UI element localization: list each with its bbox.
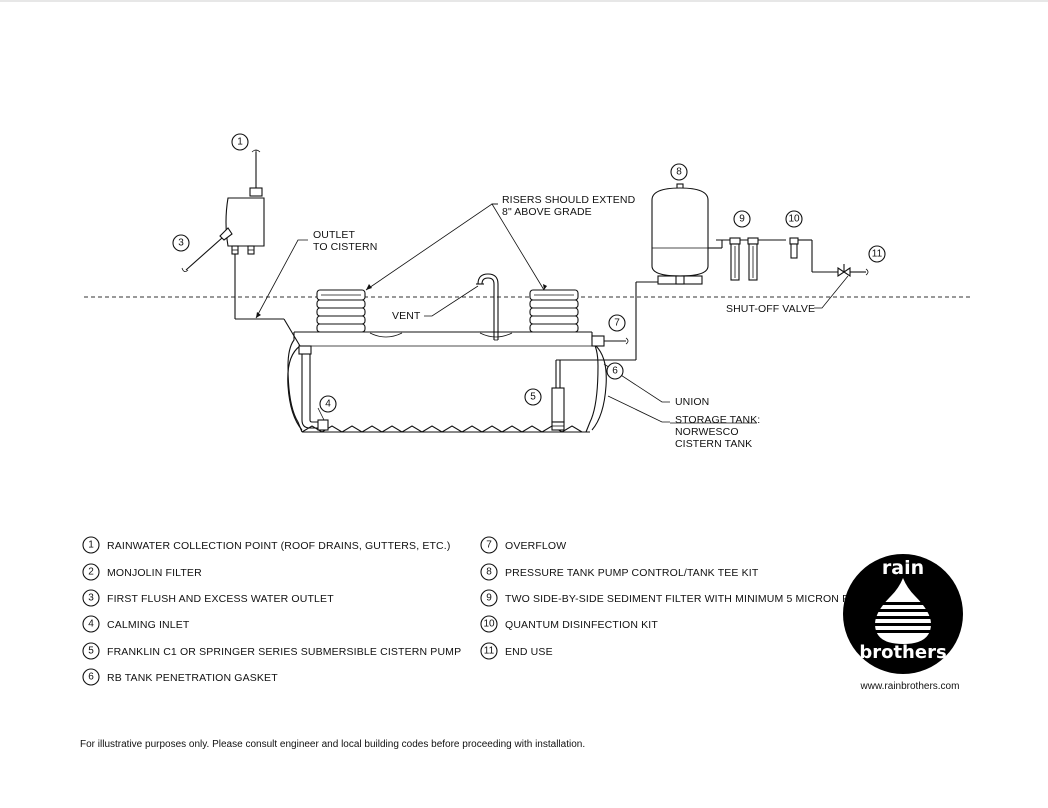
svg-text:CALMING INLET: CALMING INLET <box>107 619 190 631</box>
shutoff-valve <box>837 264 869 278</box>
svg-text:10: 10 <box>483 619 495 630</box>
svg-text:3: 3 <box>88 593 94 604</box>
callout-5: 5 <box>524 388 542 406</box>
svg-text:11: 11 <box>872 249 883 260</box>
label-shutoff-valve: SHUT-OFF VALVE <box>726 303 815 315</box>
svg-text:PRESSURE TANK PUMP CONTROL/TAN: PRESSURE TANK PUMP CONTROL/TANK TEE KIT <box>505 567 759 579</box>
svg-text:5: 5 <box>530 392 536 403</box>
callout-1: 1 <box>231 133 249 151</box>
legend-item-6: 6 RB TANK PENETRATION GASKET <box>82 668 278 686</box>
svg-text:9: 9 <box>486 593 492 604</box>
callout-6: 6 <box>606 362 624 380</box>
label-outlet: OUTLET <box>313 229 356 241</box>
svg-text:END USE: END USE <box>505 646 553 658</box>
svg-text:2: 2 <box>88 567 94 578</box>
svg-text:4: 4 <box>325 399 331 410</box>
vent-pipe <box>476 273 499 341</box>
submersible-pump <box>551 359 600 431</box>
legend-item-11: 11 END USE <box>480 642 553 660</box>
label-storage-tank: STORAGE TANK: <box>675 414 760 426</box>
overflow-outlet <box>591 335 629 347</box>
svg-text:FIRST FLUSH AND EXCESS WATER O: FIRST FLUSH AND EXCESS WATER OUTLET <box>107 593 334 605</box>
logo-word-brothers: brothers <box>859 642 946 663</box>
svg-text:7: 7 <box>486 540 492 551</box>
svg-text:7: 7 <box>614 318 620 329</box>
legend: 1 RAINWATER COLLECTION POINT (ROOF DRAIN… <box>82 536 858 686</box>
leader-lines <box>255 150 849 424</box>
svg-text:10: 10 <box>788 214 800 225</box>
legend-item-2: 2 MONJOLIN FILTER <box>82 563 202 581</box>
legend-item-5: 5 FRANKLIN C1 OR SPRINGER SERIES SUBMERS… <box>82 642 461 660</box>
riser-right <box>529 289 579 333</box>
calming-inlet <box>298 345 329 431</box>
callout-7: 7 <box>608 314 626 332</box>
callout-10: 10 <box>785 210 803 228</box>
svg-text:MONJOLIN FILTER: MONJOLIN FILTER <box>107 567 202 579</box>
label-above-grade: 8" ABOVE GRADE <box>502 206 592 218</box>
legend-item-1: 1 RAINWATER COLLECTION POINT (ROOF DRAIN… <box>82 536 451 554</box>
legend-item-8: 8 PRESSURE TANK PUMP CONTROL/TANK TEE KI… <box>480 563 759 581</box>
label-to-cistern: TO CISTERN <box>313 241 377 253</box>
water-drop-icon <box>873 578 933 644</box>
logo-url[interactable]: www.rainbrothers.com <box>860 681 960 692</box>
svg-text:RAINWATER COLLECTION POINT (RO: RAINWATER COLLECTION POINT (ROOF DRAINS,… <box>107 540 451 552</box>
callout-9: 9 <box>733 210 751 228</box>
callout-8: 8 <box>670 163 688 181</box>
storage-tank <box>287 273 629 433</box>
callout-4: 4 <box>319 395 337 413</box>
monjolin-filter <box>181 149 265 272</box>
disinfection-kit <box>789 237 838 273</box>
label-vent: VENT <box>392 310 421 322</box>
svg-text:1: 1 <box>88 540 94 551</box>
logo-word-rain: rain <box>882 557 924 579</box>
label-risers: RISERS SHOULD EXTEND <box>502 194 636 206</box>
sediment-filters <box>716 237 786 281</box>
svg-text:3: 3 <box>178 238 184 249</box>
legend-item-3: 3 FIRST FLUSH AND EXCESS WATER OUTLET <box>82 589 334 607</box>
riser-left <box>316 289 366 333</box>
rain-brothers-logo: rain brothers <box>843 554 963 674</box>
svg-text:6: 6 <box>612 366 618 377</box>
svg-text:4: 4 <box>88 619 94 630</box>
disclaimer-text: For illustrative purposes only. Please c… <box>80 739 585 750</box>
svg-text:8: 8 <box>676 167 682 178</box>
label-norwesco: NORWESCO <box>675 426 739 438</box>
legend-item-9: 9 TWO SIDE-BY-SIDE SEDIMENT FILTER WITH … <box>480 589 858 607</box>
callout-3: 3 <box>172 234 190 252</box>
svg-text:FRANKLIN C1 OR SPRINGER SERIES: FRANKLIN C1 OR SPRINGER SERIES SUBMERSIB… <box>107 646 461 658</box>
svg-text:QUANTUM DISINFECTION KIT: QUANTUM DISINFECTION KIT <box>505 619 658 631</box>
legend-item-4: 4 CALMING INLET <box>82 615 190 633</box>
pressure-tank <box>651 183 723 285</box>
svg-text:OVERFLOW: OVERFLOW <box>505 540 566 552</box>
svg-text:5: 5 <box>88 646 94 657</box>
svg-text:1: 1 <box>237 137 243 148</box>
svg-text:TWO SIDE-BY-SIDE SEDIMENT FILT: TWO SIDE-BY-SIDE SEDIMENT FILTER WITH MI… <box>505 593 858 605</box>
outlet-pipe-to-cistern <box>234 254 301 347</box>
legend-item-10: 10 QUANTUM DISINFECTION KIT <box>480 615 658 633</box>
svg-text:RB TANK PENETRATION GASKET: RB TANK PENETRATION GASKET <box>107 672 278 684</box>
svg-text:9: 9 <box>739 214 745 225</box>
legend-item-7: 7 OVERFLOW <box>480 536 566 554</box>
callout-11: 11 <box>868 245 886 263</box>
svg-text:8: 8 <box>486 567 492 578</box>
label-union: UNION <box>675 396 709 408</box>
label-cistern-tank: CISTERN TANK <box>675 438 752 450</box>
svg-text:6: 6 <box>88 672 94 683</box>
svg-text:11: 11 <box>484 646 495 657</box>
